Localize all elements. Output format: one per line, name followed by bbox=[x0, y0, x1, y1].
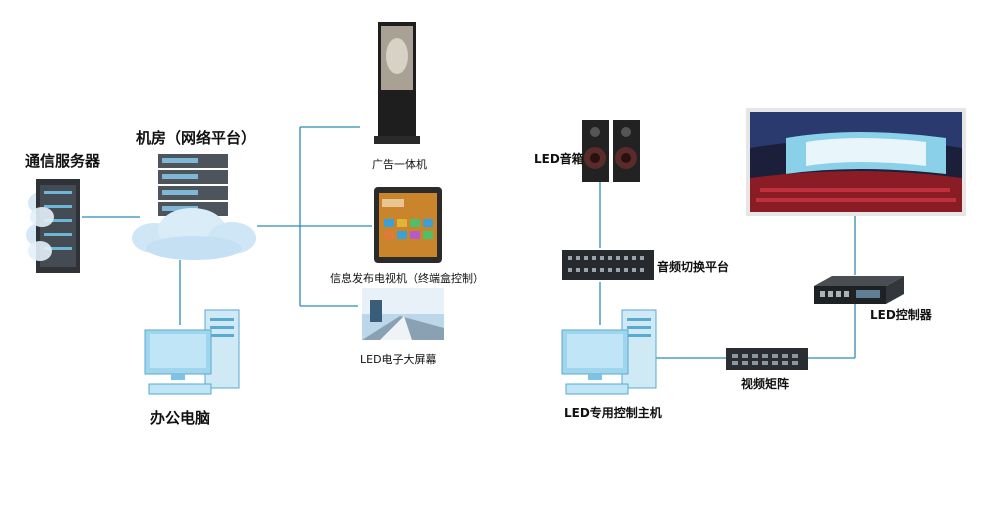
kiosk-icon bbox=[372, 20, 422, 152]
video-matrix-label: 视频矩阵 bbox=[741, 377, 790, 391]
controller-label: LED控制器 bbox=[870, 308, 932, 322]
office-pc-icon bbox=[143, 308, 243, 407]
video-matrix-icon bbox=[724, 346, 810, 376]
led-screen-icon bbox=[360, 286, 446, 348]
data-server-label: 通信服务器 bbox=[25, 152, 101, 170]
ad-kiosk-label: 广告一体机 bbox=[372, 158, 427, 171]
audio-switcher-icon bbox=[560, 248, 656, 286]
machine-room-label: 机房（网络平台） bbox=[136, 129, 257, 147]
info-tv-label: 信息发布电视机（终端盒控制） bbox=[330, 272, 484, 285]
host-label: LED专用控制主机 bbox=[564, 406, 662, 420]
speakers-label: LED音箱 bbox=[534, 152, 584, 166]
led-controller-icon bbox=[812, 274, 906, 312]
led-screen-label: LED电子大屏幕 bbox=[360, 353, 437, 366]
cinema-screen-icon bbox=[746, 108, 966, 220]
server-rack-icon bbox=[26, 175, 86, 279]
host-pc-icon bbox=[560, 308, 660, 407]
speakers-icon bbox=[580, 118, 642, 188]
audio-switch-label: 音频切换平台 bbox=[657, 260, 730, 274]
server-stack-icon bbox=[132, 150, 257, 266]
tv-icon bbox=[372, 185, 444, 269]
office-pc-label: 办公电脑 bbox=[150, 409, 211, 427]
